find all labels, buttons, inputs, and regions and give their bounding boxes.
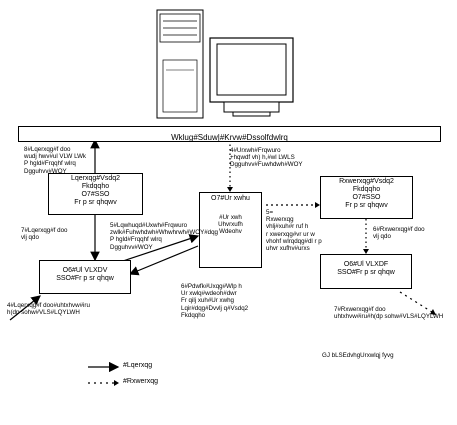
label-4-line-2: Dgguhvv#Fuwhdwh#WOY xyxy=(230,161,303,169)
label-6-bottom: 6#Pdwfk#Uxqg#Wlp h Ur xwlq#wdeoh#dwr Fr … xyxy=(181,283,248,319)
monitor-icon xyxy=(209,37,294,117)
label-gj-line-0: GJ bLSEdvhgUrxwlqj fyvg xyxy=(322,352,394,359)
label-8-line-2: P hgld#Frqqhf wlrq xyxy=(24,160,76,168)
label-5-right-line-5: uhvr xufhv#urxs xyxy=(266,245,310,253)
label-8-line-0: 8#Lqerxqg#f doo xyxy=(24,146,71,153)
label-8: 8#Lqerxqg#f doo wudj hwv#ul VLW LWk P hg… xyxy=(24,146,86,175)
router-line-1: #Ur xwh xyxy=(219,214,242,221)
right-adapter-line-1: SSO#Fr p sr qhqw xyxy=(337,269,395,276)
l7-router-box: O7#Ur xwhu #Ur xwh Uhvrxufh Wdeohv xyxy=(199,192,262,268)
label-7-left-line-1: vlj qdo xyxy=(21,234,39,242)
third-party-host-label: Wklug#Sduw|#Krvw#Dssolfdwlrq xyxy=(171,133,288,142)
label-5-right-line-0: 5= xyxy=(266,209,274,216)
label-1-left-line-1: h(dp sohw#VLS#LQYLWH xyxy=(7,309,80,317)
label-8-line-3: Dgguhvv#WOY xyxy=(24,167,67,175)
label-6-bottom-line-0: 6#Pdwfk#Uxqg#Wlp h xyxy=(181,283,242,290)
outbound-line-0: Rxwerxqg#Vsdq2 xyxy=(339,178,394,185)
router-line-2: Uhvrxufh xyxy=(218,221,243,229)
label-7-left-line-0: 7#Lqerxqg#f doo xyxy=(21,227,68,234)
label-5-left-line-2: P hgld#Frqqhf wlrq xyxy=(110,236,162,244)
outbound-line-3: Fr p sr qhqwv xyxy=(345,202,388,209)
left-adapter-line-1: SSO#Fr p sr qhqw xyxy=(56,275,114,282)
outbound-span-box: Rxwerxqg#Vsdq2 Fkdqqho O7#SSO Fr p sr qh… xyxy=(320,176,413,219)
outbound-line-2: O7#SSO xyxy=(352,194,381,201)
label-1-left-line-0: 4#Lqerxqg#f doo#uhtxhvw#iru xyxy=(7,302,90,309)
right-adapter-box: O6#Ul VLXDF SSO#Fr p sr qhqw xyxy=(320,254,412,289)
label-5-right-line-4: vhohf wlrqdqg#dl r p xyxy=(266,237,322,245)
label-5-left-line-1: zwlk#Fuhwhdwh#Whwhrwh#WOY#dqg xyxy=(110,229,218,237)
inbound-line-1: Fkdqqho xyxy=(81,183,110,190)
label-6-bottom-line-2: Fr qilj xuh#Ur xwhg xyxy=(181,297,234,305)
inbound-span-box: Lqerxqg#Vsdq2 Fkdqqho O7#SSO Fr p sr qhq… xyxy=(48,173,143,215)
inbound-line-0: Lqerxqg#Vsdq2 xyxy=(70,175,121,182)
label-8-line-1: wudj hwv#ul VLW LWk xyxy=(24,153,87,161)
label-gj: GJ bLSEdvhgUrxwlqj fyvg xyxy=(322,352,394,359)
label-6-right-line-0: 6#Rxwerxqg#f doo xyxy=(373,226,425,233)
label-5-right: 5= Rxwerxqg vhlj#xuh#r ruf h r xwerxqg#v… xyxy=(266,209,322,252)
inbound-line-3: Fr p sr qhqwv xyxy=(74,199,117,206)
label-4: 4#Urxwh#Frqwuro +hqwdf vh) h,#wl LWLS Dg… xyxy=(230,147,303,169)
label-7-right-line-1: uhtxhvw#iru#h(dp sohw#VLS#LQYLWH xyxy=(334,313,444,321)
server-tower-icon xyxy=(156,9,204,119)
label-6-right-line-1: vlj qdo xyxy=(373,233,391,241)
label-7-left: 7#Lqerxqg#f doo vlj qdo xyxy=(21,227,67,241)
label-5-left-line-3: Dgguhvv#WOY xyxy=(110,243,153,251)
label-5-left-line-0: 5#Lqwhuqd#Uxwh#Frqwuro xyxy=(110,222,188,229)
label-6-bottom-line-3: Lqir#dqg#Dvvlj q#Vsdq2 xyxy=(181,304,249,312)
label-5-right-line-3: r xwerxqg#vr ur w xyxy=(266,230,315,238)
label-5-right-line-1: Rxwerxqg xyxy=(266,216,294,224)
router-title: O7#Ur xwhu xyxy=(211,195,250,202)
third-party-host-bar: Wklug#Sduw|#Krvw#Dssolfdwlrq xyxy=(18,126,441,142)
label-4-line-0: 4#Urxwh#Frqwuro xyxy=(230,147,281,154)
left-adapter-line-0: O6#Ul VLXDV xyxy=(62,267,108,274)
label-5-left: 5#Lqwhuqd#Uxwh#Frqwuro zwlk#Fuhwhdwh#Whw… xyxy=(110,222,218,251)
label-6-right: 6#Rxwerxqg#f doo vlj qdo xyxy=(373,226,425,240)
inbound-line-2: O7#SSO xyxy=(81,191,110,198)
label-6-bottom-line-4: Fkdqqho xyxy=(181,311,206,319)
label-6-bottom-line-1: Ur xwlq#wdeoh#dwr xyxy=(181,290,237,298)
outbound-line-1: Fkdqqho xyxy=(352,186,381,193)
label-4-line-1: +hqwdf vh) h,#wl LWLS xyxy=(230,154,295,162)
label-1-left: 4#Lqerxqg#f doo#uhtxhvw#iru h(dp sohw#VL… xyxy=(7,302,90,316)
label-7-right-line-0: 7#Rxwerxqg#f doo xyxy=(334,306,386,313)
right-adapter-line-0: O6#Ul VLXDF xyxy=(343,261,389,268)
router-line-3: Wdeohv xyxy=(219,228,242,236)
label-5-right-line-2: vhlj#xuh#r ruf h xyxy=(266,223,309,231)
legend-outbound-label: #Rxwerxqg xyxy=(123,378,159,385)
left-adapter-box: O6#Ul VLXDV SSO#Fr p sr qhqw xyxy=(39,260,131,294)
legend-inbound-label: #Lqerxqg xyxy=(123,362,153,369)
label-7-right: 7#Rxwerxqg#f doo uhtxhvw#iru#h(dp sohw#V… xyxy=(334,306,443,320)
